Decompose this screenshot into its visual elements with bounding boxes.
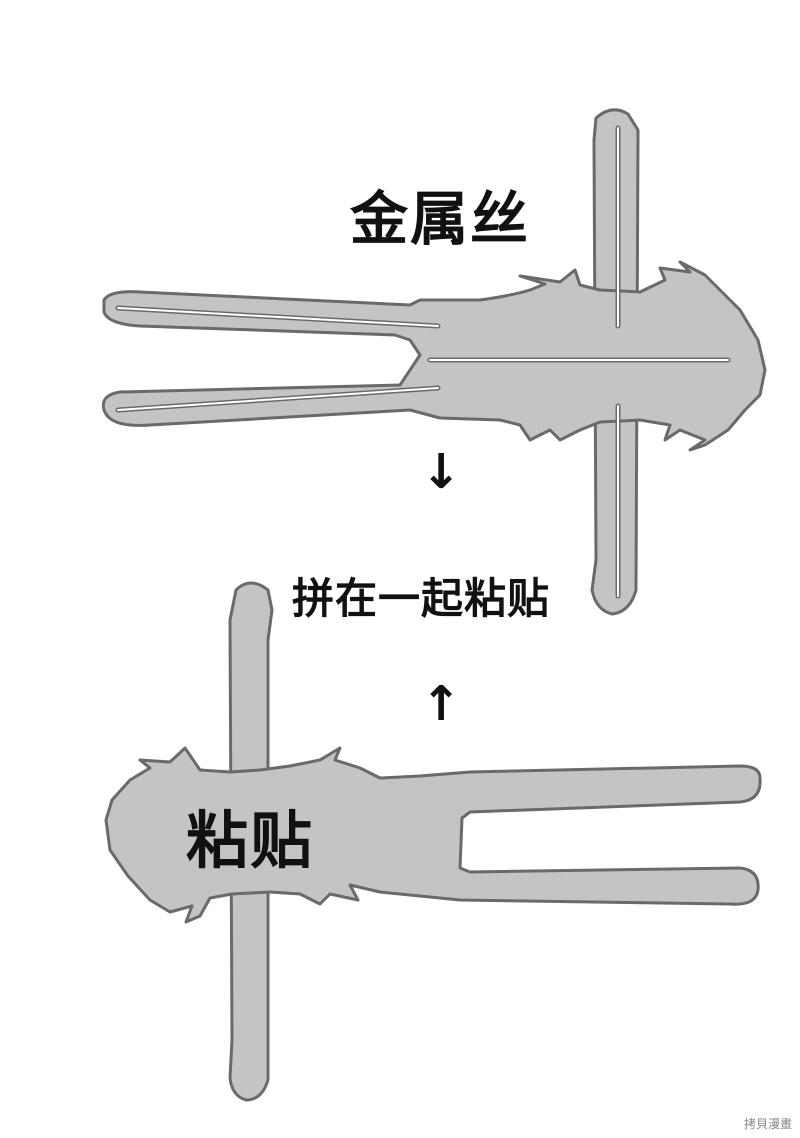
bottom-figure-body	[104, 746, 762, 924]
paste-label: 粘贴	[186, 804, 315, 877]
wire-label: 金属丝	[350, 185, 531, 253]
top-figure-body	[101, 260, 767, 452]
join-instruction-label: 拼在一起粘贴	[292, 574, 551, 623]
top-figure-silhouette	[101, 108, 767, 616]
watermark: 拷貝漫畫	[743, 1117, 792, 1131]
bottom-figure-silhouette	[104, 581, 762, 1102]
top-figure-wires-core	[117, 127, 729, 597]
arrow-up-icon: ↑	[421, 676, 462, 732]
arrow-down-icon: ↓	[421, 444, 462, 500]
